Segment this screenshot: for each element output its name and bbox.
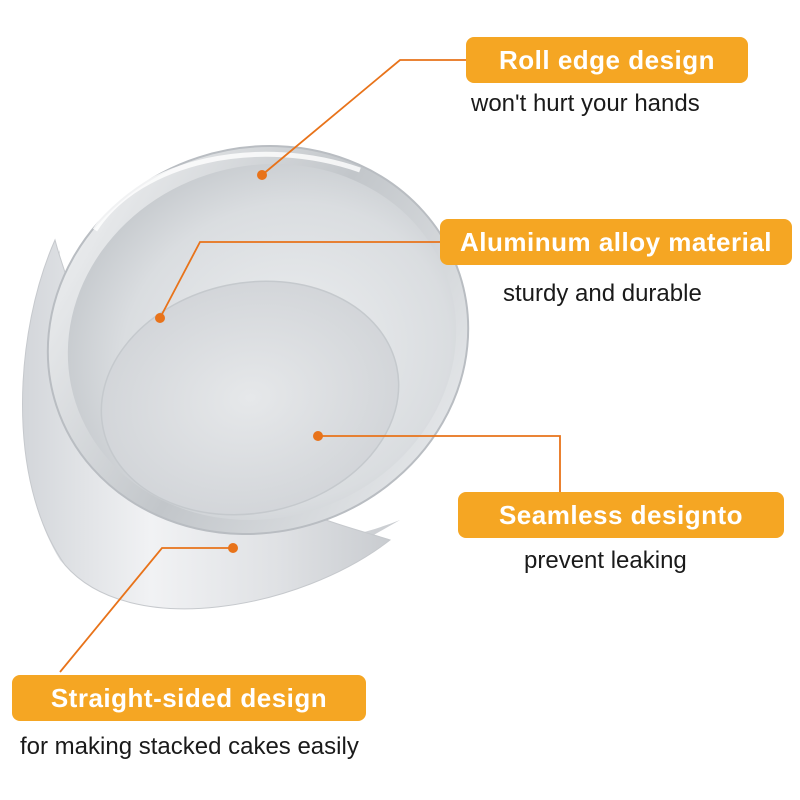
callout-lines <box>59 59 561 673</box>
leader-line-roll-edge <box>261 59 466 176</box>
dot-straight-sided <box>228 543 238 553</box>
callout-subtitle-straight-sided: for making stacked cakes easily <box>20 733 359 760</box>
leader-line-aluminum <box>159 241 440 319</box>
leader-line-straight-sided <box>59 547 233 673</box>
dot-aluminum <box>155 313 165 323</box>
leader-line-seamless <box>318 435 561 492</box>
callout-badge-roll-edge: Roll edge design <box>466 37 748 83</box>
callout-badge-seamless: Seamless designto <box>458 492 784 538</box>
callout-dots <box>155 170 323 553</box>
pan-floor <box>100 280 400 516</box>
dot-roll-edge <box>257 170 267 180</box>
dot-seamless <box>313 431 323 441</box>
cake-pan <box>22 145 470 610</box>
callout-badge-straight-sided: Straight-sided design <box>12 675 366 721</box>
callout-badge-aluminum: Aluminum alloy material <box>440 219 792 265</box>
callout-subtitle-seamless: prevent leaking <box>524 547 687 574</box>
rim-highlight <box>92 151 361 232</box>
callout-subtitle-aluminum: sturdy and durable <box>503 280 702 307</box>
callout-subtitle-roll-edge: won't hurt your hands <box>471 90 700 117</box>
